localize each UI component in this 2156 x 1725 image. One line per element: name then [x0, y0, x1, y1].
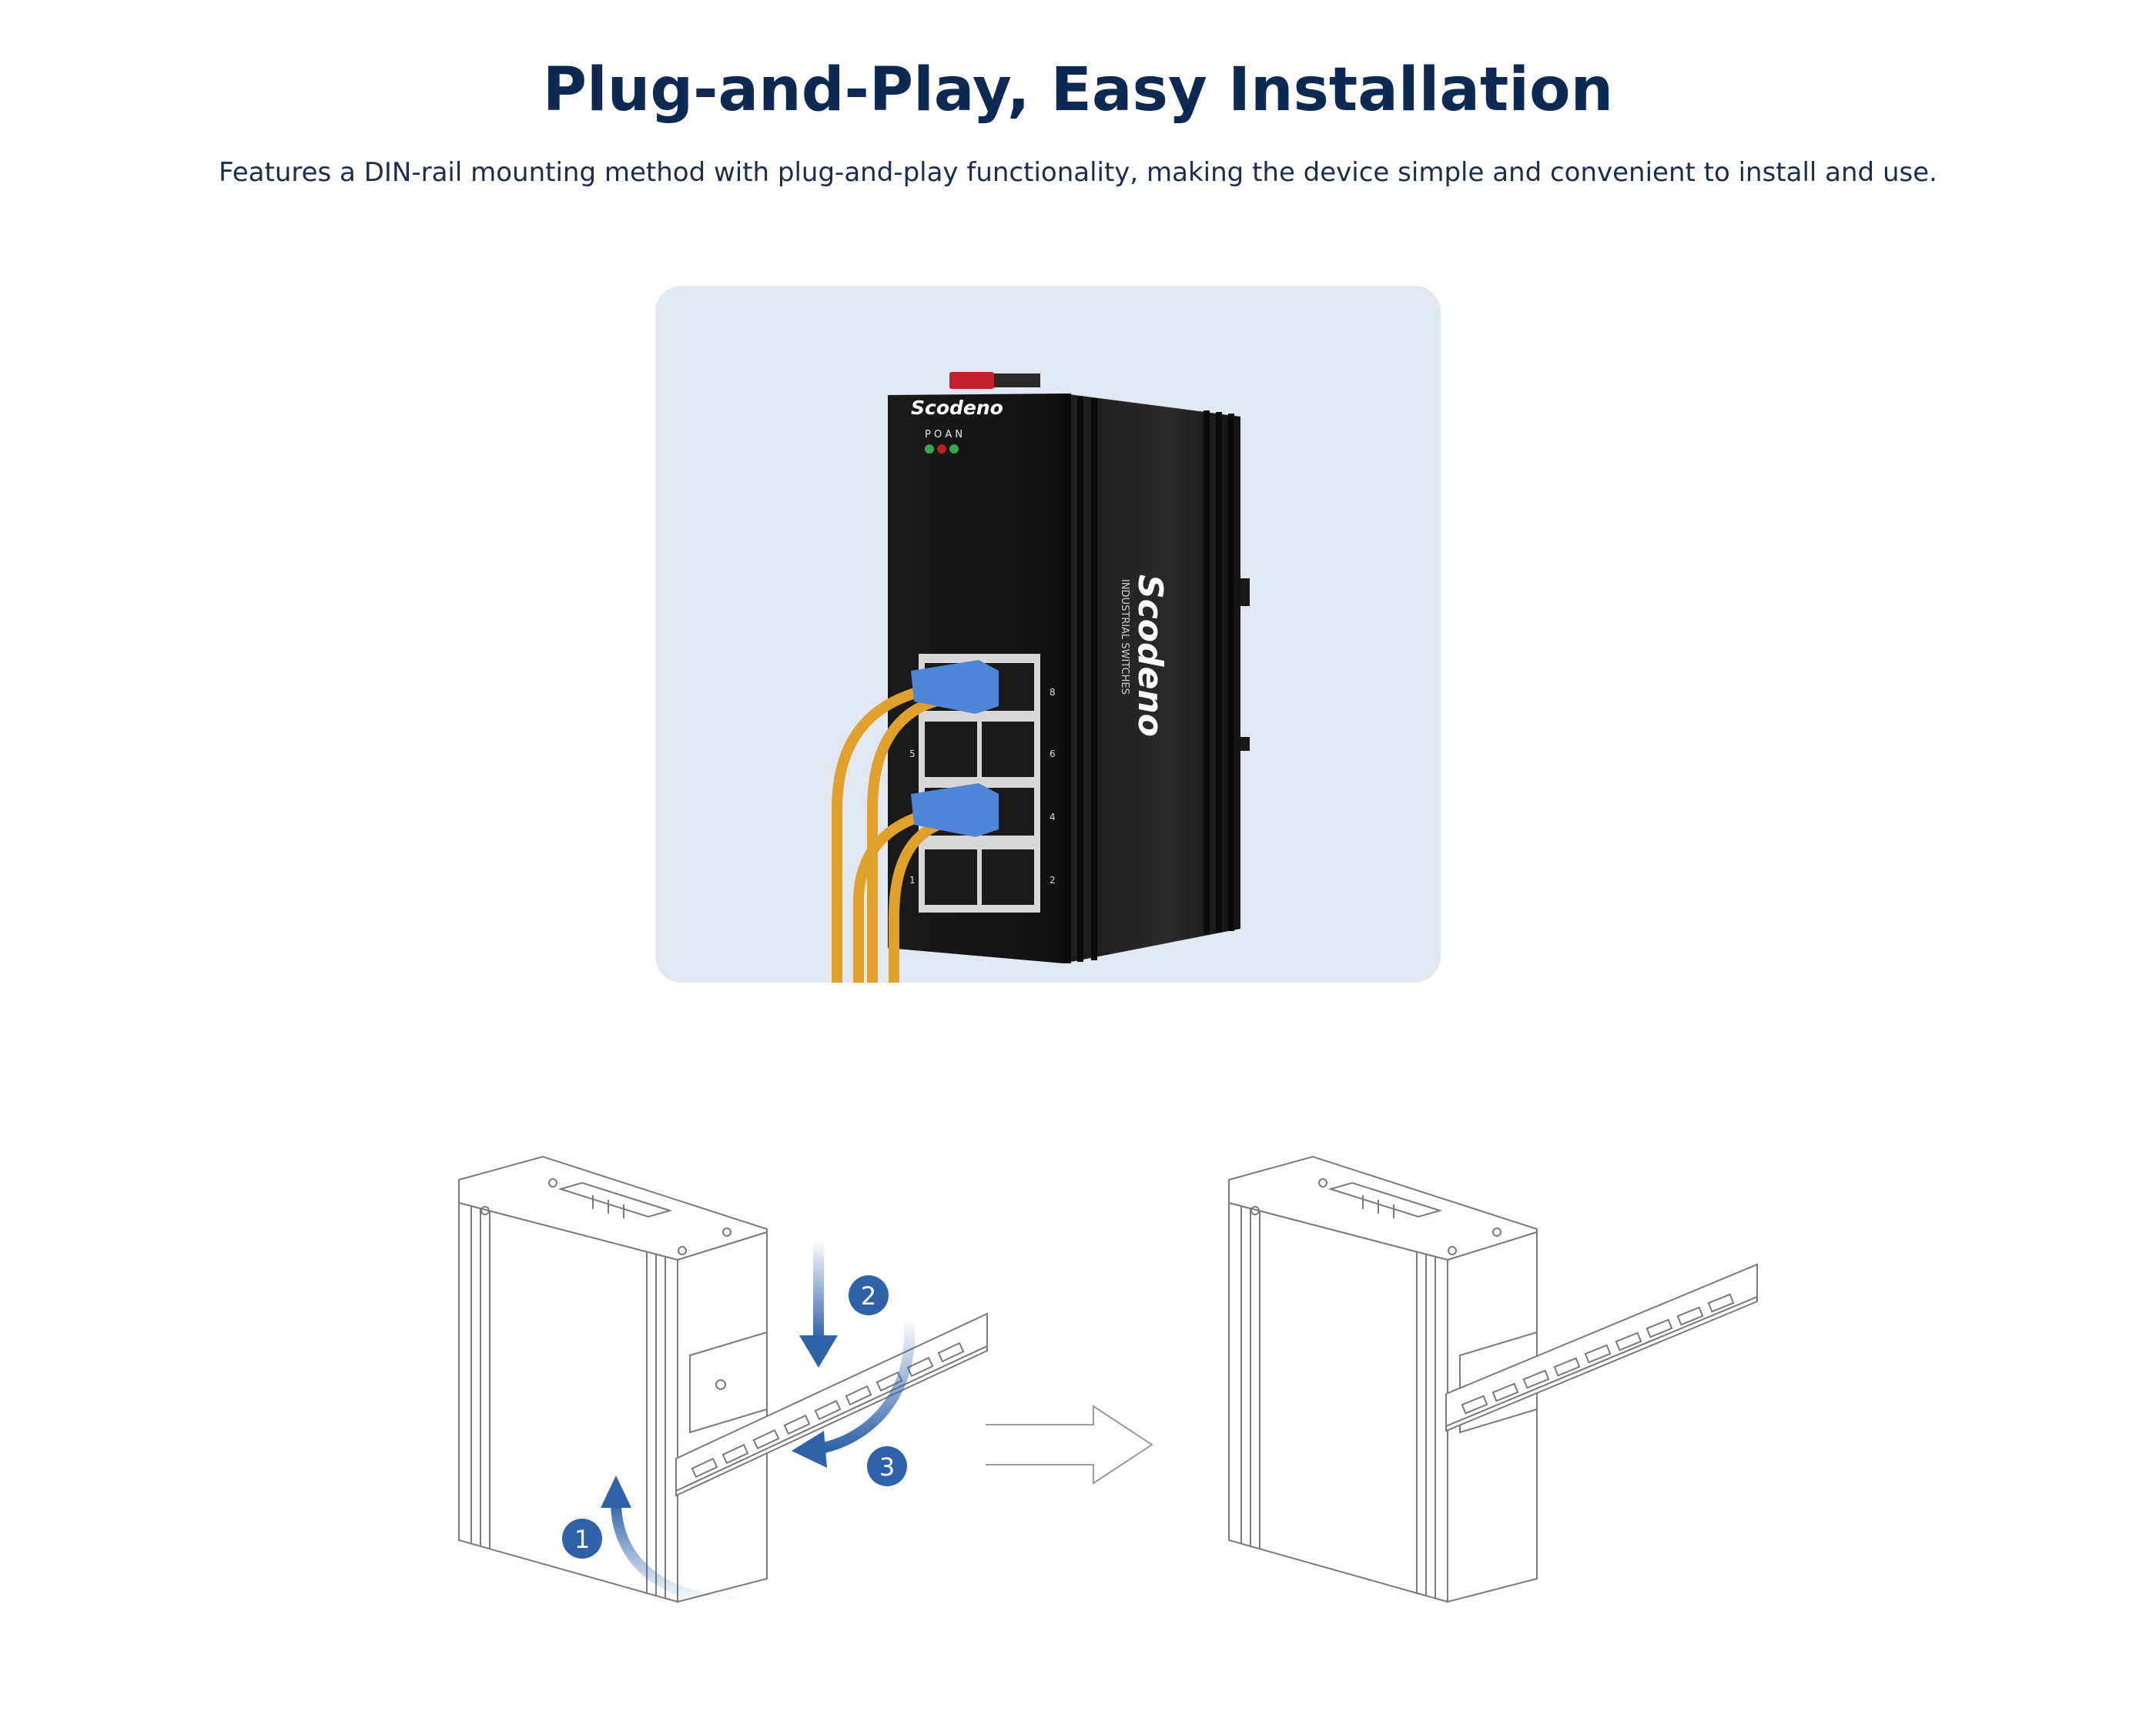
svg-text:2: 2 — [861, 1281, 876, 1311]
led-labels: P O A N — [925, 429, 962, 440]
switch-side-panel — [1063, 394, 1240, 963]
device-before-mounting — [458, 1155, 768, 1603]
port-number: 6 — [1050, 749, 1056, 759]
page-title: Plug-and-Play, Easy Installation — [542, 55, 1614, 125]
side-brand-logo: Scodeno — [1130, 574, 1170, 737]
power-terminal — [949, 372, 994, 389]
step-arrow — [815, 1318, 916, 1455]
brand-logo: Scodeno — [911, 397, 1003, 419]
rj45-port[interactable] — [982, 722, 1034, 777]
step-arrow-head — [792, 1431, 827, 1468]
device-after-mounting — [1228, 1155, 1538, 1603]
product-photo-panel: Scodeno P O A N Scodeno INDUSTRIAL SWITC… — [655, 286, 1441, 983]
port-number: 2 — [1050, 875, 1056, 886]
port-number: 5 — [909, 749, 916, 759]
led-indicator — [937, 444, 946, 454]
svg-text:1: 1 — [574, 1525, 590, 1554]
step-badge-1: 1 — [562, 1519, 602, 1559]
page-subtitle: Features a DIN-rail mounting method with… — [219, 157, 1937, 188]
rj45-port[interactable] — [925, 722, 977, 777]
din-rail-mounted — [1445, 1263, 1758, 1432]
rj45-connector — [911, 660, 999, 714]
step-badge-3: 3 — [867, 1446, 907, 1486]
side-caption: INDUSTRIAL SWITCHES — [1119, 579, 1130, 695]
port-number: 1 — [909, 875, 916, 886]
led-indicator — [925, 444, 934, 454]
transition-arrow — [986, 1405, 1153, 1485]
port-number: 8 — [1050, 687, 1056, 698]
rj45-port[interactable] — [925, 849, 977, 905]
rj45-port[interactable] — [982, 849, 1034, 905]
step-arrow-head — [601, 1475, 631, 1508]
din-rail-installation-diagram: 1 2 3 — [458, 1155, 1758, 1607]
industrial-switch-illustration: Scodeno P O A N Scodeno INDUSTRIAL SWITC… — [832, 372, 1250, 983]
rj45-connector — [911, 783, 999, 837]
svg-text:3: 3 — [879, 1452, 895, 1482]
port-number: 4 — [1050, 812, 1056, 822]
step-badge-2: 2 — [849, 1275, 889, 1315]
step-arrow — [611, 1501, 740, 1607]
led-indicator — [949, 444, 959, 454]
step-arrow — [799, 1240, 838, 1368]
